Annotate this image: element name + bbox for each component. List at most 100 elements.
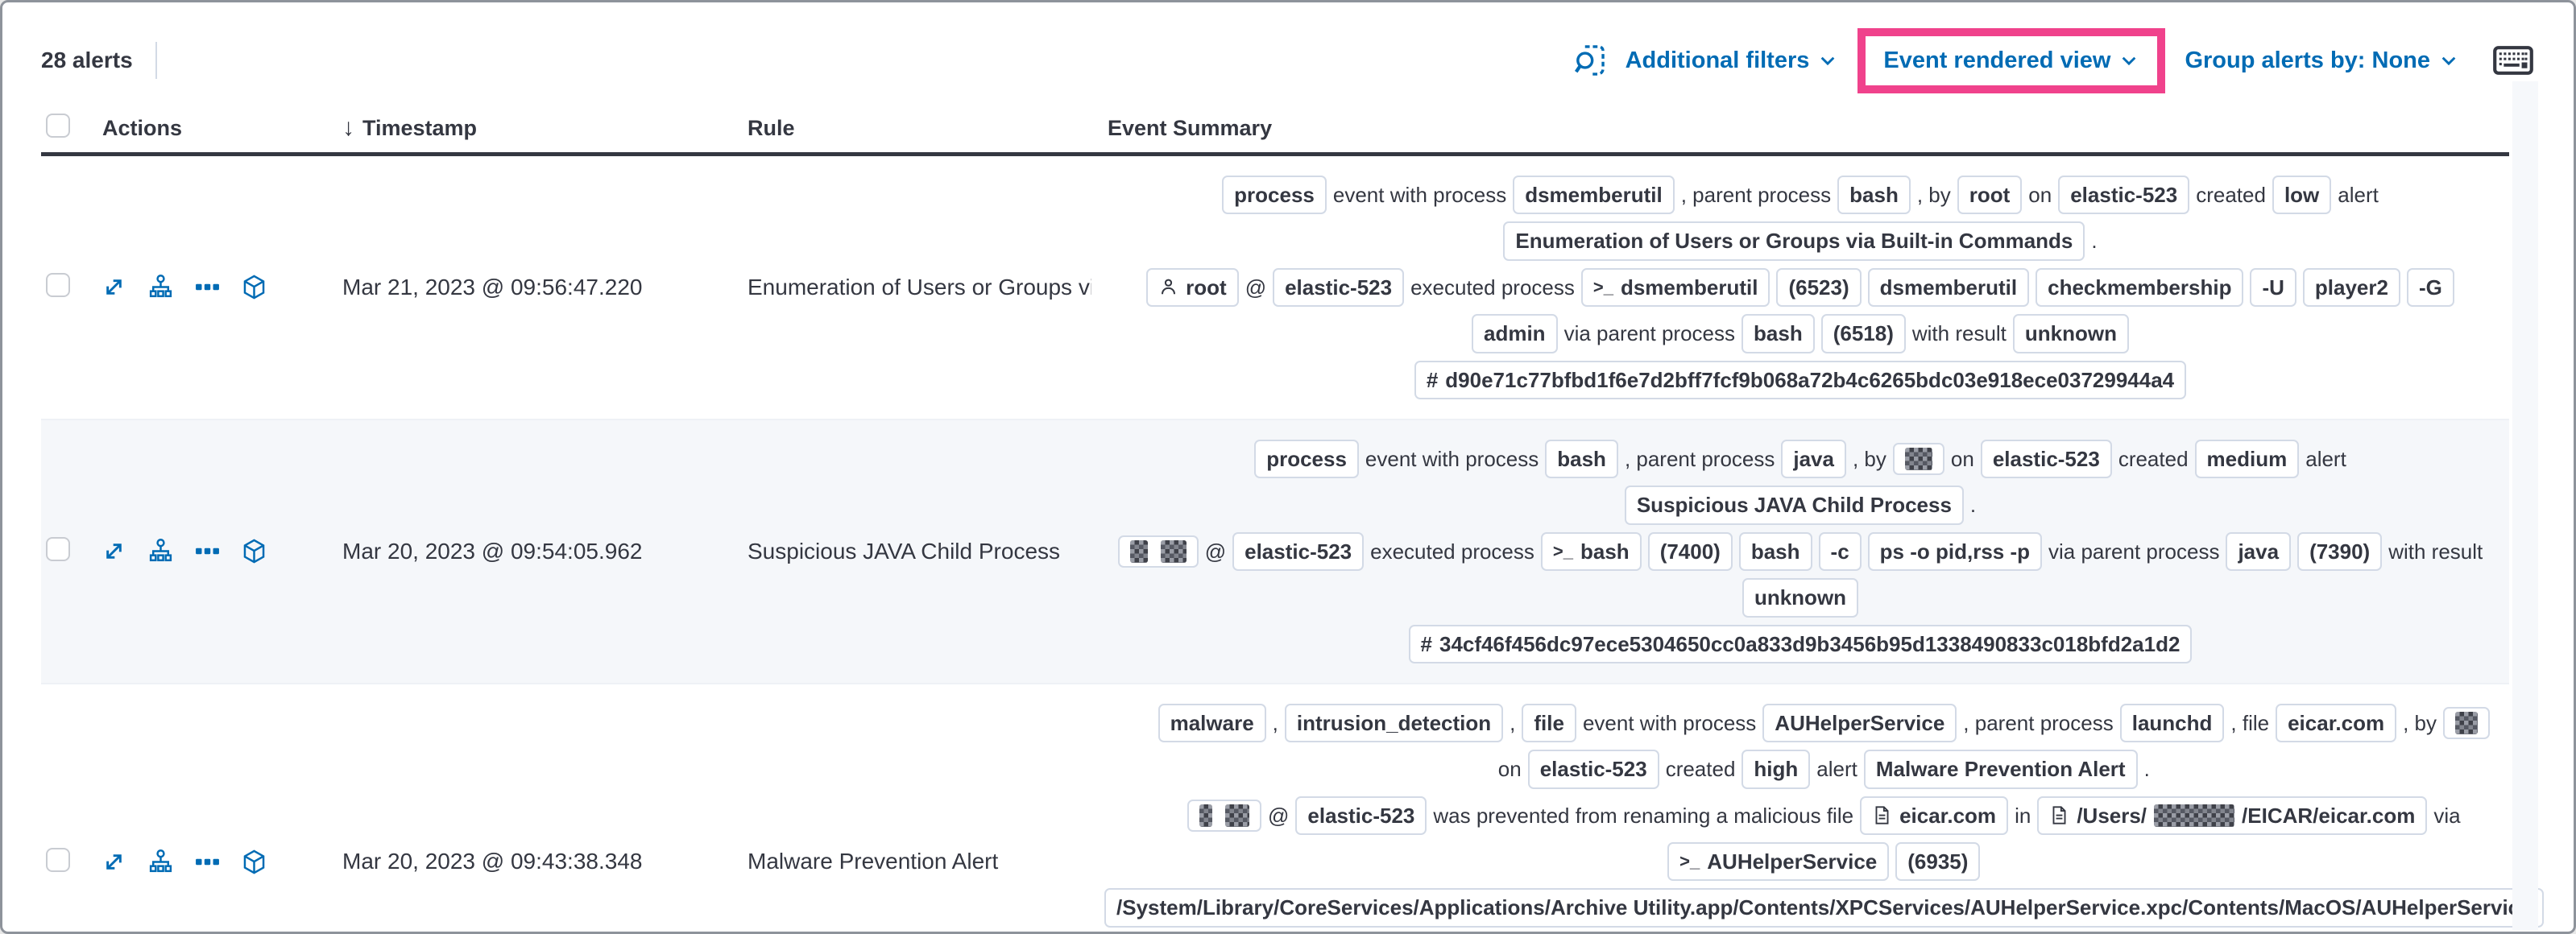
row-checkbox[interactable]	[46, 273, 70, 298]
summary-badge[interactable]	[1187, 799, 1261, 832]
keyboard-shortcuts-icon[interactable]	[2493, 45, 2533, 76]
summary-badge[interactable]: (7400)	[1647, 531, 1733, 572]
select-all-checkbox[interactable]	[46, 113, 70, 138]
summary-badge[interactable]: elastic-523	[1232, 531, 1365, 572]
group-alerts-by-button[interactable]: Group alerts by: None	[2185, 48, 2459, 74]
summary-badge[interactable]: (6518)	[1820, 314, 1906, 353]
hash-icon: #	[1420, 631, 1433, 656]
summary-text: in	[2015, 803, 2031, 828]
summary-badge[interactable]: ps -o pid,rss -p	[1867, 531, 2042, 572]
summary-badge[interactable]: dsmemberutil	[1867, 267, 2030, 308]
summary-badge[interactable]: >_dsmemberutil	[1580, 267, 1770, 308]
summary-badge[interactable]: AUHelperService	[1762, 703, 1957, 743]
summary-badge[interactable]: player2	[2302, 267, 2400, 308]
summary-badge[interactable]: admin	[1471, 314, 1558, 353]
summary-badge[interactable]: process	[1254, 439, 1359, 479]
summary-badge[interactable]: #d90e71c77bfbd1f6e7d2bff7fcf9b068a72b4c6…	[1414, 360, 2187, 399]
summary-badge[interactable]: >_bash	[1540, 531, 1642, 572]
summary-badge[interactable]: intrusion_detection	[1284, 703, 1504, 743]
more-actions-icon[interactable]	[194, 849, 221, 875]
summary-badge[interactable]: unknown	[1741, 578, 1859, 618]
session-view-icon[interactable]	[241, 274, 267, 300]
event-rendered-view-selector[interactable]: Event rendered view	[1883, 48, 2139, 74]
summary-badge[interactable]: eicar.com	[2276, 703, 2397, 743]
summary-badge[interactable]: low	[2272, 176, 2332, 215]
alert-rule[interactable]: Enumeration of Users or Groups via Bui	[748, 274, 1091, 300]
alert-rule[interactable]: Suspicious JAVA Child Process	[748, 538, 1061, 564]
hash-icon: #	[1426, 367, 1439, 392]
summary-badge[interactable]: root	[1957, 176, 2023, 215]
summary-badge[interactable]	[1892, 443, 1944, 476]
additional-filters-button[interactable]: Additional filters	[1626, 48, 1839, 74]
summary-badge[interactable]: bash	[1741, 314, 1815, 353]
summary-badge[interactable]: medium	[2194, 439, 2300, 479]
alert-rule[interactable]: Malware Prevention Alert	[748, 849, 999, 874]
toolbar-divider	[155, 42, 157, 79]
summary-badge[interactable]: bash	[1545, 439, 1618, 479]
summary-badge[interactable]: process	[1222, 176, 1327, 215]
table-body: Mar 21, 2023 @ 09:56:47.220 Enumeration …	[41, 156, 2544, 932]
summary-badge[interactable]: file	[1522, 703, 1576, 743]
inspect-icon[interactable]	[1572, 43, 1606, 77]
summary-badge[interactable]: dsmemberutil	[1513, 176, 1675, 215]
summary-text: @	[1204, 539, 1227, 564]
vertical-scrollbar[interactable]	[2512, 81, 2538, 930]
summary-badge[interactable]: eicar.com	[1860, 796, 2009, 836]
summary-text: , parent process	[1680, 183, 1832, 207]
expand-alert-icon[interactable]	[101, 274, 127, 300]
analyzer-icon[interactable]	[147, 849, 174, 875]
expand-alert-icon[interactable]	[101, 849, 127, 875]
summary-badge[interactable]: (6935)	[1895, 842, 1981, 882]
analyzer-icon[interactable]	[147, 538, 174, 564]
summary-text: , by	[2403, 710, 2437, 735]
summary-badge[interactable]	[1117, 535, 1199, 568]
more-actions-icon[interactable]	[194, 274, 221, 300]
summary-badge[interactable]: root	[1146, 267, 1239, 308]
session-view-icon[interactable]	[241, 538, 267, 564]
summary-badge[interactable]: #34cf46f456dc97ece5304650cc0a833d9b3456b…	[1408, 624, 2193, 663]
summary-badge[interactable]: Enumeration of Users or Groups via Built…	[1503, 221, 2085, 261]
summary-badge[interactable]: -U	[2250, 267, 2296, 308]
summary-badge[interactable]: Suspicious JAVA Child Process	[1624, 486, 1964, 525]
summary-badge[interactable]: Malware Prevention Alert	[1863, 750, 2138, 789]
summary-badge[interactable]: /System/Library/CoreServices/Application…	[1104, 888, 2544, 928]
summary-badge[interactable]: unknown	[2012, 314, 2129, 353]
summary-badge[interactable]: checkmembership	[2036, 267, 2244, 308]
summary-badge[interactable]: bash	[1837, 176, 1911, 215]
summary-badge[interactable]: java	[2226, 531, 2292, 572]
summary-badge[interactable]: elastic-523	[2058, 176, 2190, 215]
group-alerts-label: Group alerts by: None	[2185, 47, 2430, 73]
summary-badge[interactable]: malware	[1158, 703, 1266, 743]
summary-badge[interactable]: elastic-523	[1273, 267, 1405, 308]
more-actions-icon[interactable]	[194, 538, 221, 564]
header-timestamp[interactable]: ↓ Timestamp	[342, 114, 733, 142]
summary-badge[interactable]: (6523)	[1776, 267, 1862, 308]
summary-badge[interactable]	[2443, 707, 2490, 740]
summary-line: /System/Library/CoreServices/Application…	[1104, 888, 2544, 928]
summary-badge[interactable]: launchd	[2119, 703, 2225, 743]
summary-badge[interactable]: -G	[2406, 267, 2454, 308]
summary-text: , file	[2230, 710, 2270, 735]
redacted-content	[1225, 804, 1249, 827]
session-view-icon[interactable]	[241, 849, 267, 875]
expand-alert-icon[interactable]	[101, 538, 127, 564]
row-checkbox[interactable]	[46, 847, 70, 872]
summary-badge[interactable]: -c	[1818, 531, 1862, 572]
row-checkbox[interactable]	[46, 537, 70, 562]
alerts-table: Actions ↓ Timestamp Rule Event Summary	[41, 104, 2544, 932]
analyzer-icon[interactable]	[147, 274, 174, 300]
summary-badge[interactable]: bash	[1738, 531, 1812, 572]
summary-badge[interactable]: java	[1781, 439, 1846, 479]
summary-badge[interactable]: high	[1741, 750, 1811, 789]
summary-badge[interactable]: /Users//EICAR/eicar.com	[2037, 796, 2428, 836]
summary-badge[interactable]: elastic-523	[1295, 796, 1427, 836]
sort-down-icon: ↓	[342, 114, 354, 141]
summary-text: alert	[1816, 757, 1857, 782]
summary-badge[interactable]: elastic-523	[1980, 439, 2112, 479]
table-header-row: Actions ↓ Timestamp Rule Event Summary	[41, 104, 2509, 156]
summary-badge[interactable]: >_AUHelperService	[1667, 842, 1890, 882]
summary-badge[interactable]: (7390)	[2297, 531, 2383, 572]
summary-badge[interactable]: elastic-523	[1527, 750, 1659, 789]
